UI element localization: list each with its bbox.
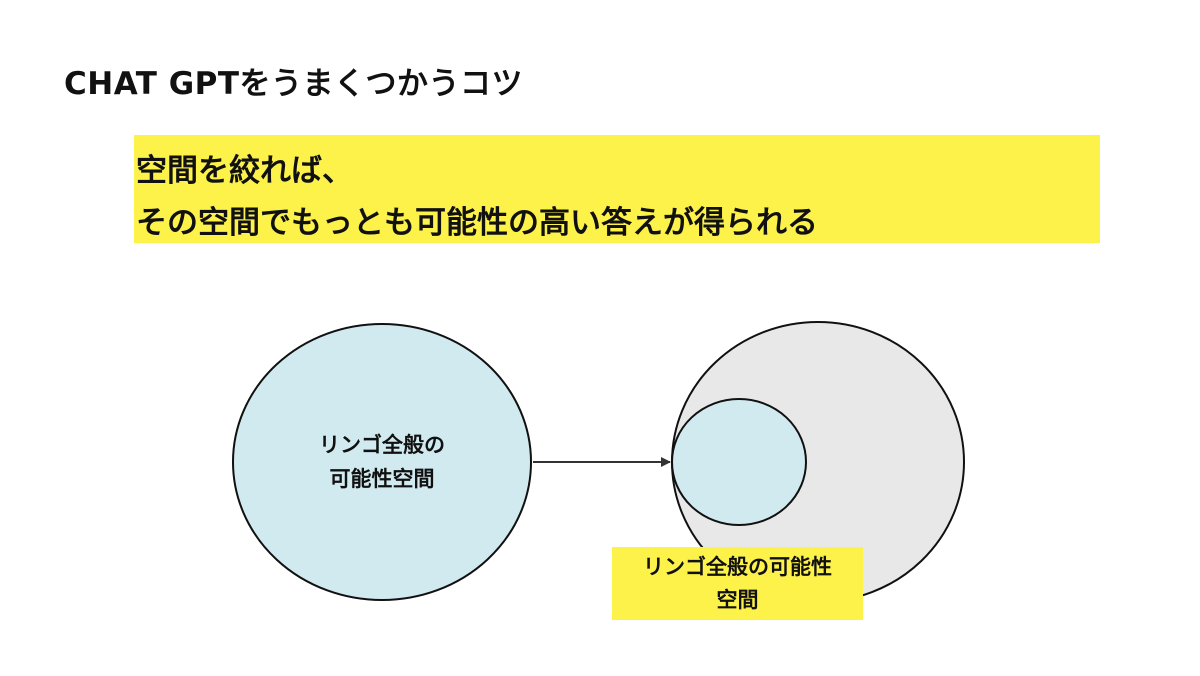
left-circle-label-line-2: 可能性空間 bbox=[329, 467, 435, 491]
banner-line-2: その空間でもっとも可能性の高い答えが得られる bbox=[136, 205, 818, 241]
right-label-line-1: リンゴ全般の可能性 bbox=[643, 555, 832, 579]
right-inner-circle bbox=[671, 398, 807, 526]
right-label-box: リンゴ全般の可能性 空間 bbox=[612, 547, 863, 620]
left-circle-label-line-1: リンゴ全般の bbox=[319, 433, 445, 457]
left-circle-label: リンゴ全般の 可能性空間 bbox=[282, 428, 482, 496]
left-possibility-space-circle bbox=[232, 323, 532, 601]
banner-line-1: 空間を絞れば、 bbox=[136, 153, 353, 189]
slide-title: CHAT GPTをうまくつかうコツ bbox=[64, 66, 524, 102]
highlight-banner: 空間を絞れば、 その空間でもっとも可能性の高い答えが得られる bbox=[134, 135, 1100, 243]
right-label-line-2: 空間 bbox=[716, 588, 759, 612]
